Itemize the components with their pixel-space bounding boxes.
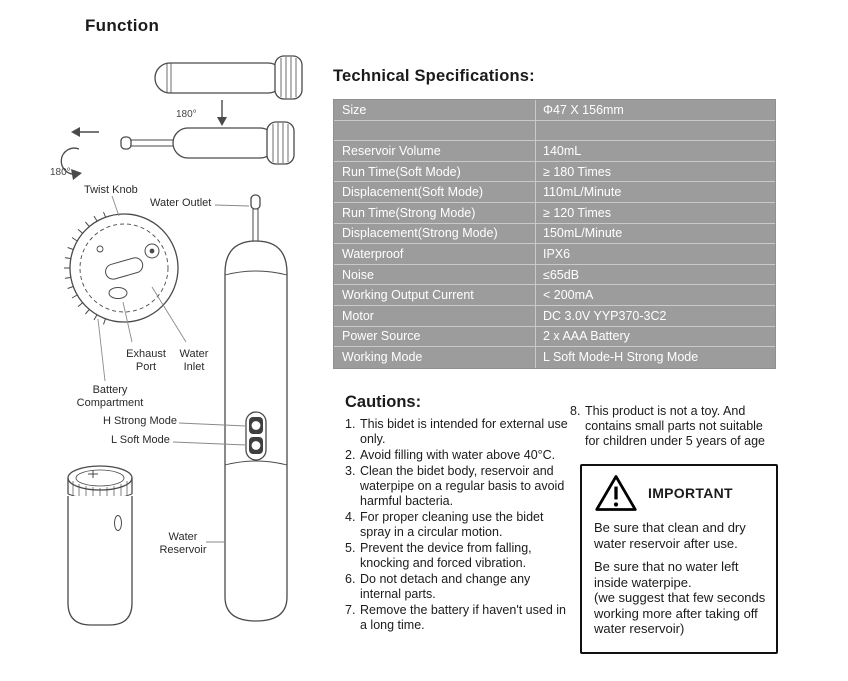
important-line: Be sure that no water left inside waterp…: [594, 559, 739, 590]
caution-text: Do not detach and change any internal pa…: [360, 572, 531, 601]
table-row: Power Source 2 x AAA Battery: [334, 326, 775, 348]
caution-text: Remove the battery if haven't used in a …: [360, 603, 566, 632]
caution-text: Clean the bidet body, reservoir and wate…: [360, 464, 565, 508]
table-row: Waterproof IPX6: [334, 244, 775, 265]
label-water-inlet: Water Inlet: [179, 348, 209, 373]
table-row: Working Output Current < 200mA: [334, 285, 775, 306]
important-title: IMPORTANT: [648, 485, 733, 501]
spec-value: L Soft Mode-H Strong Mode: [543, 350, 699, 365]
table-row: Displacement(Soft Mode) 110mL/Minute: [334, 182, 775, 203]
caution-text: Prevent the device from falling, knockin…: [360, 541, 532, 570]
spec-value: ≤65dB: [543, 267, 580, 282]
spec-value: 140mL: [543, 143, 582, 158]
caution-text: Avoid filling with water above 40°C.: [360, 448, 556, 462]
list-item: 8. This product is not a toy. And contai…: [570, 404, 778, 449]
caution-text: This product is not a toy. And contains …: [585, 404, 765, 448]
list-item: 1. This bidet is intended for external u…: [345, 417, 571, 447]
spec-label: Working Output Current: [334, 285, 536, 305]
device-diagram: [60, 55, 303, 626]
spec-label: Size: [334, 100, 536, 120]
list-item: 6. Do not detach and change any internal…: [345, 572, 571, 602]
spec-value: Φ47 X 156mm: [543, 102, 624, 117]
table-row: Size Φ47 X 156mm: [334, 100, 775, 121]
spec-label: Displacement(Soft Mode): [334, 182, 536, 202]
list-item: 3. Clean the bidet body, reservoir and w…: [345, 464, 571, 509]
table-row: [334, 120, 775, 142]
spec-label: [334, 120, 536, 141]
caution-number: 1.: [345, 417, 356, 431]
list-item: 7. Remove the battery if haven't used in…: [345, 603, 571, 633]
caution-number: 4.: [345, 510, 356, 524]
table-row: Working Mode L Soft Mode-H Strong Mode: [334, 347, 775, 368]
spec-label: Reservoir Volume: [334, 141, 536, 161]
label-water-reservoir: Water Reservoir: [159, 531, 207, 556]
spec-label: Motor: [334, 305, 536, 326]
spec-value: 150mL/Minute: [543, 226, 623, 241]
label-water-outlet: Water Outlet: [150, 197, 212, 209]
label-battery-compartment: Battery Compartment: [76, 384, 144, 409]
spec-label: Run Time(Soft Mode): [334, 161, 536, 182]
label-h-strong-mode: H Strong Mode: [103, 415, 177, 427]
important-box: IMPORTANT Be sure that clean and dry wat…: [580, 464, 778, 654]
spec-label: Displacement(Strong Mode): [334, 223, 536, 244]
spec-value: [536, 121, 775, 141]
spec-label: Working Mode: [334, 347, 536, 368]
spec-value: DC 3.0V YYP370-3C2: [543, 308, 667, 323]
label-exhaust-port: Exhaust Port: [126, 348, 166, 373]
table-row: Run Time(Strong Mode) ≥ 120 Times: [334, 202, 775, 224]
list-item: 2. Avoid filling with water above 40°C.: [345, 448, 571, 463]
important-line: (we suggest that few seconds working mor…: [594, 590, 766, 636]
warning-triangle-icon: [595, 475, 637, 511]
spec-value: < 200mA: [543, 288, 594, 303]
caution-number: 5.: [345, 541, 356, 555]
spec-label: Power Source: [334, 326, 536, 347]
spec-value: IPX6: [543, 246, 571, 261]
spec-value: 2 x AAA Battery: [543, 329, 630, 344]
label-twist-knob: Twist Knob: [84, 184, 138, 196]
caution-number: 7.: [345, 603, 356, 617]
list-item: 4. For proper cleaning use the bidet spr…: [345, 510, 571, 540]
table-row: Reservoir Volume 140mL: [334, 141, 775, 162]
page-title: Function: [85, 16, 160, 35]
table-row: Displacement(Strong Mode) 150mL/Minute: [334, 223, 775, 245]
cautions-list: 1. This bidet is intended for external u…: [345, 417, 571, 634]
label-l-soft-mode: L Soft Mode: [111, 434, 170, 446]
spec-label: Waterproof: [334, 244, 536, 264]
spec-value: ≥ 180 Times: [543, 164, 611, 179]
caution-number: 2.: [345, 448, 356, 462]
label-rotate-top: 180°: [176, 109, 197, 120]
caution-number: 8.: [570, 404, 581, 418]
caution-number: 3.: [345, 464, 356, 478]
list-item: 5. Prevent the device from falling, knoc…: [345, 541, 571, 571]
caution-text: For proper cleaning use the bidet spray …: [360, 510, 544, 539]
spec-value: 110mL/Minute: [543, 185, 622, 200]
table-row: Noise ≤65dB: [334, 264, 775, 286]
table-row: Run Time(Soft Mode) ≥ 180 Times: [334, 161, 775, 183]
important-header: IMPORTANT: [594, 473, 766, 513]
caution-text: This bidet is intended for external use …: [360, 417, 568, 446]
important-line: Be sure that clean and dry water reservo…: [594, 520, 746, 551]
label-rotate-left: 180°: [50, 167, 71, 178]
spec-label: Run Time(Strong Mode): [334, 202, 536, 223]
specs-title: Technical Specifications:: [333, 67, 535, 85]
table-row: Motor DC 3.0V YYP370-3C2: [334, 305, 775, 327]
spec-table: Size Φ47 X 156mm Reservoir Volume 140mL …: [333, 99, 776, 369]
cautions-title: Cautions:: [345, 393, 422, 411]
spec-value: ≥ 120 Times: [543, 205, 611, 220]
spec-label: Noise: [334, 264, 536, 285]
caution-number: 6.: [345, 572, 356, 586]
